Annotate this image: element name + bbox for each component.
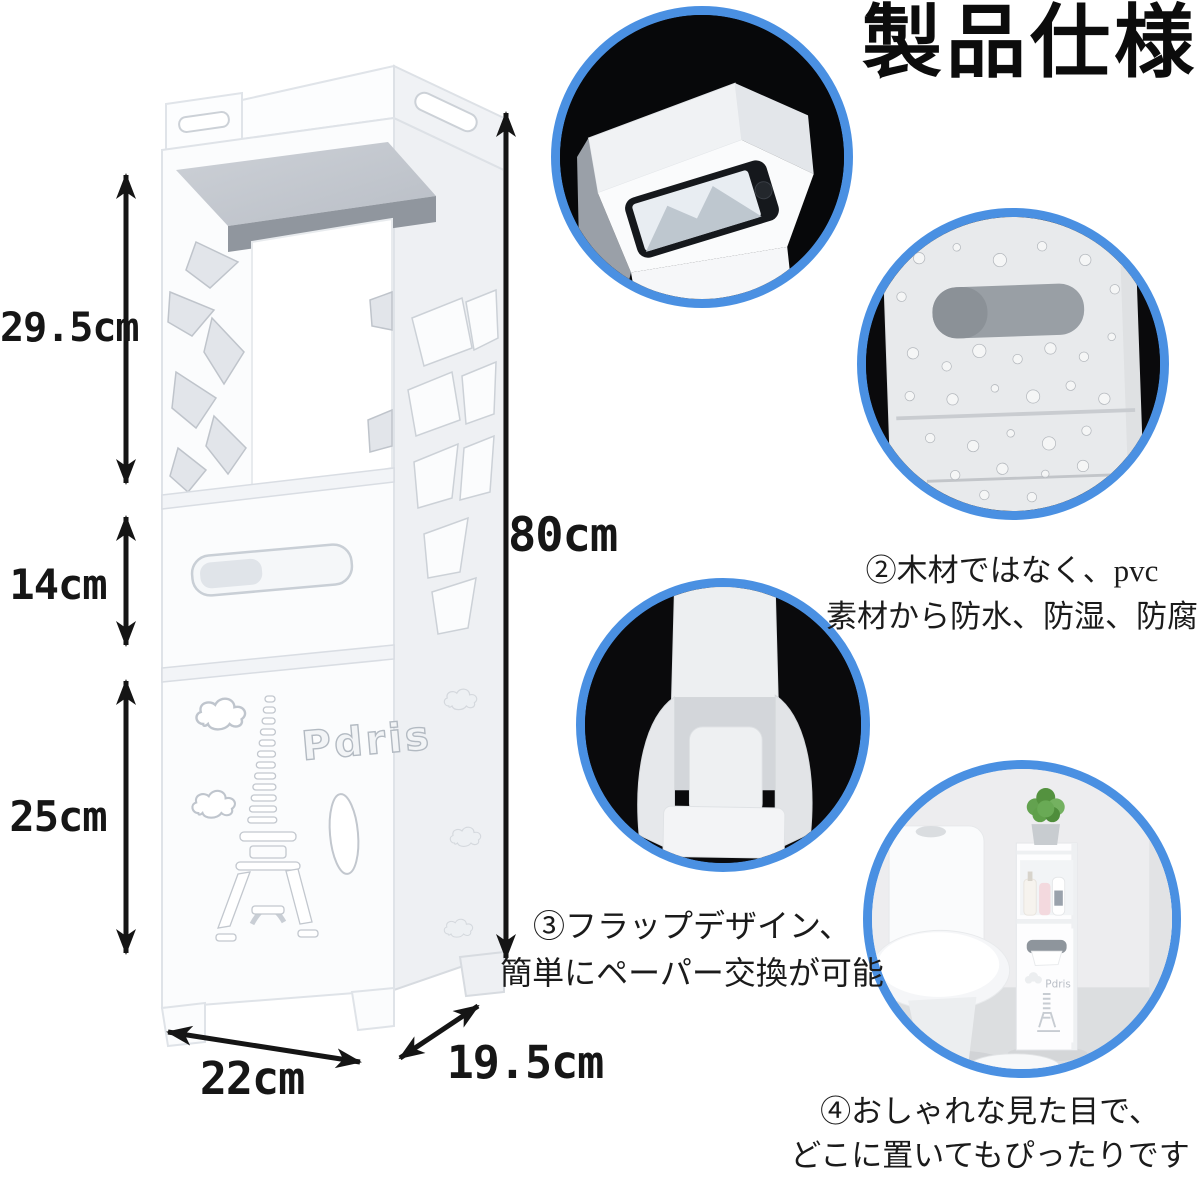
detail-photo-open-flap [576,578,870,872]
feature-caption-flap-line2: 簡単にペーパー交換が可能 [500,955,884,991]
side-handle-cutout [414,91,478,133]
tissue-slot-cutout [190,543,354,597]
feature-caption-material-line1: ②木材ではなく、pvc [865,553,1159,588]
eiffel-tower-cutout [215,695,319,942]
feature-caption-style: ④おしゃれな見た目で、 どこに置いてもぴったりです [778,1090,1200,1177]
lattice-cutouts-front [167,240,393,494]
cloud-cutouts-side [443,688,482,938]
dimension-label-depth: 19.5cm [446,1036,605,1089]
dimension-label-middle-section: 14cm [9,560,107,609]
dimension-label-bottom-section: 25cm [9,792,107,841]
mini-door-paris-text: Pdris [1045,978,1071,990]
front-handle-cutout [178,110,230,134]
page-title: 製品仕様 [862,0,1198,88]
feature-caption-style-line2: どこに置いてもぴったりです [790,1138,1190,1173]
feature-caption-style-line1: ④おしゃれな見た目で、 [820,1094,1160,1129]
open-flap-graphic [585,587,861,863]
detail-photo-phone-on-top-shelf [551,6,853,308]
detail-photo-waterproof-droplets [857,208,1169,520]
feature-caption-material: ②木材ではなく、pvc 素材から防水、防湿、防腐 [820,548,1200,640]
cabinet-illustration: Pdris [160,64,505,1048]
dimension-label-top-section: 29.5cm [0,305,140,351]
feature-caption-flap: ③フラップデザイン、 簡単にペーパー交換が可能 [490,903,894,997]
mini-cabinet: Pdris [1007,787,1088,1062]
cloud-cutouts [191,697,247,819]
detail-photo-bathroom-scene: Pdris [863,760,1181,1078]
smartphone [625,160,779,258]
lattice-cutouts-side [407,288,499,635]
dimension-label-total-height: 80cm [508,508,618,563]
water-droplets [896,241,1120,503]
droplets-panel-graphic [866,217,1160,511]
bathroom-scene-graphic: Pdris [872,769,1172,1069]
feature-caption-flap-line1: ③フラップデザイン、 [532,908,852,944]
dimension-label-width: 22cm [199,1052,305,1105]
dimension-arrows [116,111,516,1069]
phone-on-shelf-graphic [560,15,844,299]
door-handle-cutout [328,793,360,875]
feature-caption-material-line2: 素材から防水、防湿、防腐 [826,599,1198,634]
